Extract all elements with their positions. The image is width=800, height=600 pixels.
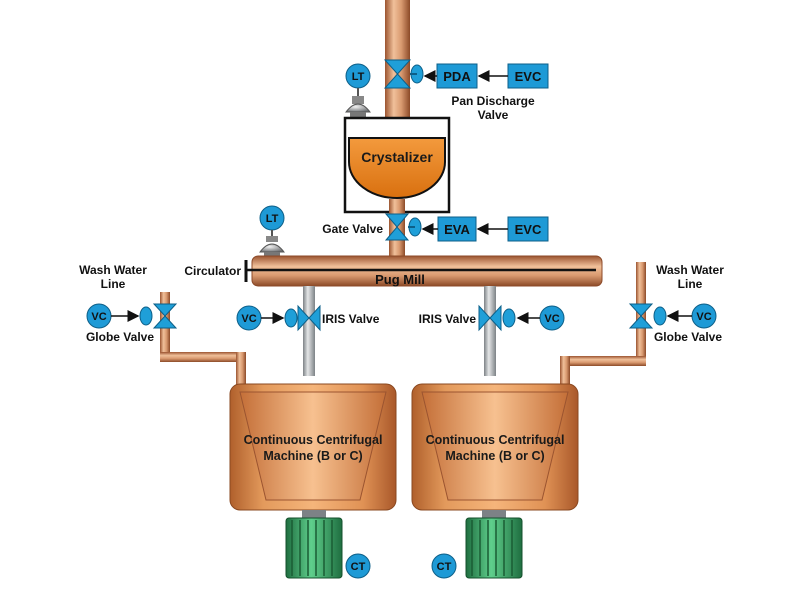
level-transmitter-top[interactable]: LT — [345, 63, 371, 98]
centrifuge-left-label-2: Machine (B or C) — [263, 449, 362, 463]
pan-discharge-label-2: Valve — [478, 108, 509, 122]
vc-iris-right-label: VC — [544, 313, 559, 325]
centrifuge-right-label-1: Continuous Centrifugal — [426, 433, 565, 447]
iris-left-label: IRIS Valve — [322, 312, 380, 326]
iris-right-label: IRIS Valve — [419, 312, 477, 326]
lt-top-label: LT — [352, 71, 365, 83]
iris-valve-left[interactable] — [284, 304, 321, 332]
vc-left-label: VC — [91, 311, 106, 323]
wash-right-label-1: Wash Water — [656, 263, 724, 277]
gate-valve-label: Gate Valve — [322, 222, 383, 236]
iris-right-pipe — [484, 286, 496, 376]
motor-right — [465, 510, 523, 579]
evc-mid-label: EVC — [515, 222, 542, 237]
pda-box[interactable] — [436, 63, 478, 89]
pda-label: PDA — [443, 69, 471, 84]
globe-left-label: Globe Valve — [86, 330, 154, 344]
level-transmitter-mid[interactable]: LT — [259, 205, 285, 238]
ct-left[interactable] — [345, 553, 371, 579]
centrifuge-left — [229, 383, 397, 511]
iris-valve-right[interactable] — [478, 304, 516, 332]
ct-left-label: CT — [351, 561, 366, 573]
globe-right-label: Globe Valve — [654, 330, 722, 344]
crystalizer-label: Crystalizer — [361, 149, 433, 165]
ct-right[interactable] — [431, 553, 457, 579]
gauge-top-icon — [344, 96, 372, 118]
pug-mill-label: Pug Mill — [375, 272, 425, 287]
centrifuge-left-label-1: Continuous Centrifugal — [244, 433, 383, 447]
vc-iris-left-label: VC — [241, 313, 256, 325]
eva-box[interactable] — [437, 216, 477, 242]
iris-left-pipe — [303, 286, 315, 376]
centrifuge-right — [411, 383, 579, 511]
lt-mid-label: LT — [266, 213, 279, 225]
wash-right-label-2: Line — [678, 277, 703, 291]
pan-discharge-label-1: Pan Discharge — [451, 94, 535, 108]
gauge-mid-icon — [258, 236, 286, 258]
pan-discharge-valve[interactable] — [383, 59, 424, 89]
evc-top-box[interactable] — [507, 63, 549, 89]
globe-valve-left[interactable] — [139, 303, 178, 329]
wash-left-label-1: Wash Water — [79, 263, 147, 277]
inlet-pipe — [385, 0, 410, 118]
pug-mill — [244, 255, 603, 287]
centrifuge-right-label-2: Machine (B or C) — [445, 449, 544, 463]
globe-valve-right[interactable] — [628, 303, 667, 329]
ct-right-label: CT — [437, 561, 452, 573]
circulator-label: Circulator — [184, 264, 241, 278]
eva-label: EVA — [444, 222, 470, 237]
crystalizer-tank — [343, 116, 451, 214]
wash-left-label-2: Line — [101, 277, 126, 291]
motor-left — [285, 510, 343, 579]
evc-top-label: EVC — [515, 69, 542, 84]
gate-valve[interactable] — [384, 213, 422, 241]
vc-right-label: VC — [696, 311, 711, 323]
